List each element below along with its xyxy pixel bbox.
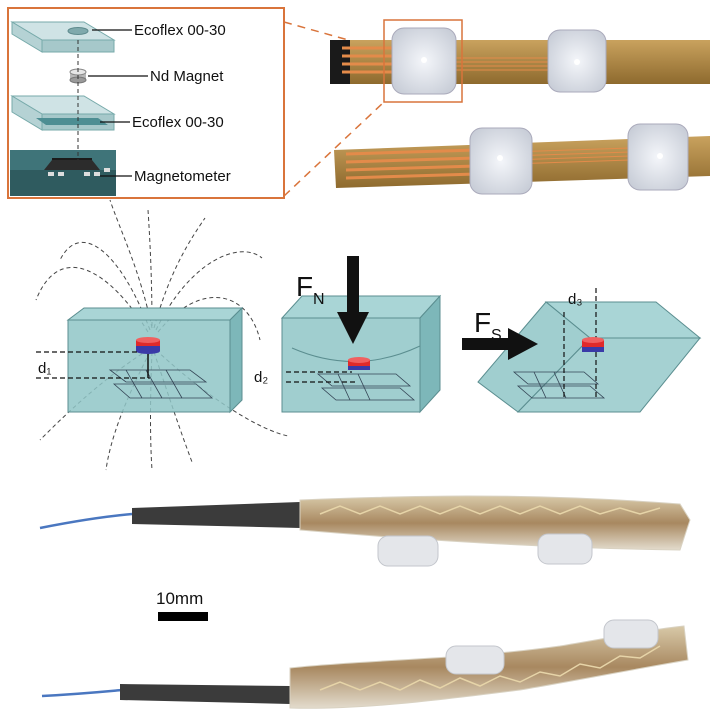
ecoflex-top-layer — [10, 21, 116, 53]
normal-force-subscript: N — [313, 291, 325, 308]
label-magnetometer: Magnetometer — [134, 168, 231, 185]
finger-sensor-pad-4 — [603, 619, 659, 649]
sensor-strip-bottom — [334, 123, 710, 195]
label-ecoflex-top: Ecoflex 00-30 — [134, 22, 226, 39]
shear-force-arrow — [462, 328, 538, 360]
magnet-normal — [348, 357, 370, 370]
normal-force-diagram: d₂ F N — [254, 256, 442, 414]
shear-force-label: F — [474, 307, 491, 338]
magnet-shear — [582, 337, 604, 352]
finger-sensor-pad-2 — [537, 533, 593, 565]
shear-force-diagram: d₃ F S — [462, 288, 702, 413]
sensor-cube-3 — [469, 127, 533, 195]
distance-d3: d₃ — [568, 291, 582, 308]
rest-state-diagram: d₁ — [35, 199, 289, 471]
distance-d2: d₂ — [254, 369, 268, 386]
label-nd-magnet: Nd Magnet — [150, 68, 224, 85]
distance-d1: d₁ — [38, 360, 51, 377]
zoom-box — [383, 19, 463, 103]
scale-bar-line — [158, 612, 208, 621]
finger-photo-bent — [41, 619, 689, 709]
magnet-rest — [136, 337, 160, 354]
normal-force-arrow — [337, 256, 369, 344]
finger-photo-straight — [39, 495, 691, 567]
ecoflex-bottom-layer — [10, 95, 116, 131]
shear-force-subscript: S — [491, 327, 502, 344]
magnetometer-base — [10, 150, 116, 196]
finger-sensor-pad-1 — [377, 535, 439, 567]
finger-sensor-pad-3 — [445, 645, 505, 675]
label-ecoflex-bottom: Ecoflex 00-30 — [132, 114, 224, 131]
scale-bar: 10mm — [156, 589, 208, 621]
sensor-strip-top — [330, 19, 710, 103]
zoom-connector-bottom — [283, 101, 385, 197]
scale-bar-label: 10mm — [156, 589, 203, 608]
normal-force-label: F — [296, 271, 313, 302]
exploded-view-panel: Ecoflex 00-30 Nd Magnet Ecoflex 00-30 Ma… — [7, 7, 285, 199]
